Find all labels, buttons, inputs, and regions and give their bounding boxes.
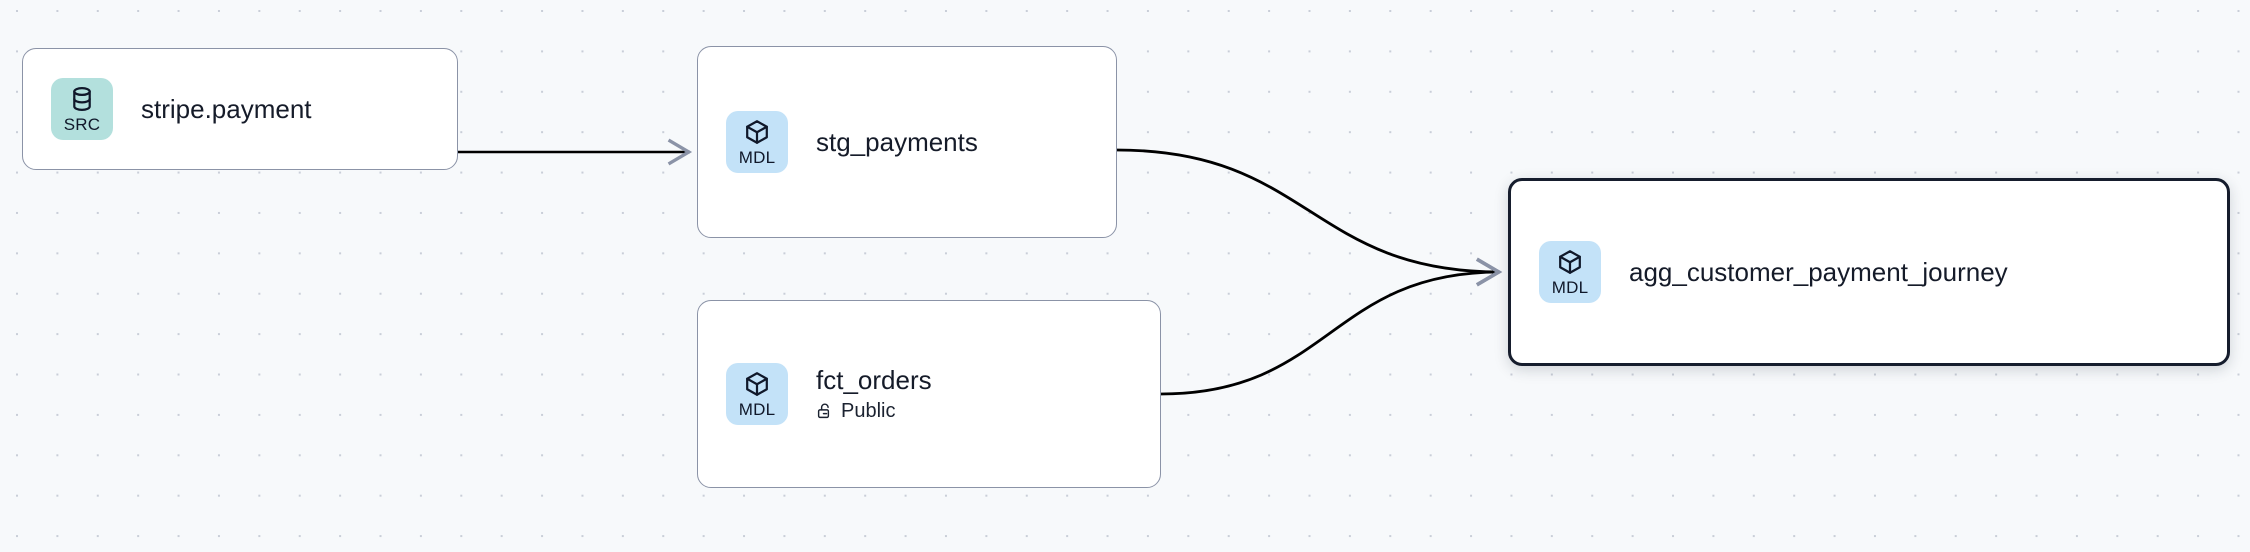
source-badge: SRC <box>51 78 113 140</box>
lineage-node-stg-payments[interactable]: MDL stg_payments <box>697 46 1117 238</box>
lineage-node-stripe-payment[interactable]: SRC stripe.payment <box>22 48 458 170</box>
cube-icon <box>743 118 771 146</box>
node-body: agg_customer_payment_journey <box>1629 257 2008 288</box>
model-badge: MDL <box>1539 241 1601 303</box>
edge-stg-to-agg[interactable] <box>1116 148 1503 287</box>
node-visibility: Public <box>816 399 932 423</box>
node-title: agg_customer_payment_journey <box>1629 256 2008 287</box>
node-title: fct_orders <box>816 365 932 396</box>
model-badge-label: MDL <box>738 148 776 167</box>
model-badge: MDL <box>726 111 788 173</box>
node-body: stg_payments <box>816 127 978 158</box>
source-badge-label: SRC <box>63 115 101 134</box>
lineage-node-agg-customer-payment-journey[interactable]: MDL agg_customer_payment_journey <box>1508 178 2230 366</box>
model-badge: MDL <box>726 363 788 425</box>
node-title: stg_payments <box>816 126 978 157</box>
node-visibility-label: Public <box>841 399 896 422</box>
node-title: stripe.payment <box>141 93 312 124</box>
lineage-node-fct-orders[interactable]: MDL fct_orders Public <box>697 300 1161 488</box>
cube-icon <box>743 370 771 398</box>
model-badge-label: MDL <box>1551 278 1589 297</box>
node-body: stripe.payment <box>141 94 312 125</box>
unlock-icon <box>816 402 834 420</box>
node-body: fct_orders Public <box>816 365 932 423</box>
edge-fct-to-agg[interactable] <box>1160 257 1503 396</box>
model-badge-label: MDL <box>738 400 776 419</box>
cube-icon <box>1556 248 1584 276</box>
database-icon <box>68 85 96 113</box>
